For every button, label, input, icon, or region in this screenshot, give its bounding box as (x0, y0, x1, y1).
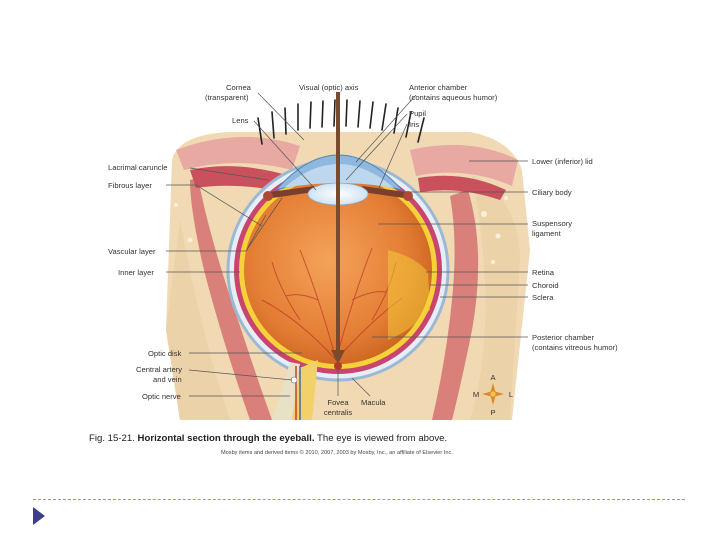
copyright-credit: Mosby items and derived items © 2010, 20… (221, 450, 453, 456)
label-inner-layer: Inner layer (118, 268, 154, 277)
next-slide-arrow-icon[interactable] (33, 507, 45, 525)
label-suspensory-2: ligament (532, 229, 562, 238)
label-visual-axis: Visual (optic) axis (299, 83, 359, 92)
caption-title: Horizontal section through the eyeball. (138, 433, 315, 444)
label-central-artery-1: Central artery (136, 365, 182, 374)
caption-text: The eye is viewed from above. (317, 433, 447, 444)
label-suspensory-1: Suspensory (532, 219, 572, 228)
slide-divider (33, 499, 685, 500)
label-posterior-chamber: Posterior chamber (532, 333, 595, 342)
compass-lateral: L (509, 390, 513, 399)
label-pupil: Pupil (409, 109, 426, 118)
label-macula: Macula (361, 398, 386, 407)
label-posterior-chamber-note: (contains vitreous humor) (532, 343, 618, 352)
label-optic-nerve: Optic nerve (142, 392, 181, 401)
label-optic-disk: Optic disk (148, 349, 182, 358)
label-anterior-chamber-note: (contains aqueous humor) (409, 93, 498, 102)
label-anterior-chamber: Anterior chamber (409, 83, 468, 92)
label-ciliary-body: Ciliary body (532, 188, 572, 197)
label-cornea: Cornea (226, 83, 252, 92)
label-choroid: Choroid (532, 281, 559, 290)
label-cornea-note: (transparent) (205, 93, 249, 102)
label-vascular-layer: Vascular layer (108, 247, 156, 256)
label-sclera: Sclera (532, 293, 554, 302)
label-fovea-2: centralis (324, 408, 352, 417)
label-retina: Retina (532, 268, 555, 277)
compass-posterior: P (490, 408, 495, 417)
label-iris: Iris (409, 120, 419, 129)
label-lacrimal-caruncle: Lacrimal caruncle (108, 163, 168, 172)
label-central-artery-2: and vein (153, 375, 182, 384)
label-fibrous-layer: Fibrous layer (108, 181, 152, 190)
label-fovea-1: Fovea (327, 398, 349, 407)
label-lower-lid: Lower (inferior) lid (532, 157, 593, 166)
compass-medial: M (473, 390, 479, 399)
figure-caption: Fig. 15-21. Horizontal section through t… (89, 433, 649, 444)
label-lens: Lens (232, 116, 249, 125)
caption-fig-number: Fig. 15-21. (89, 433, 135, 444)
